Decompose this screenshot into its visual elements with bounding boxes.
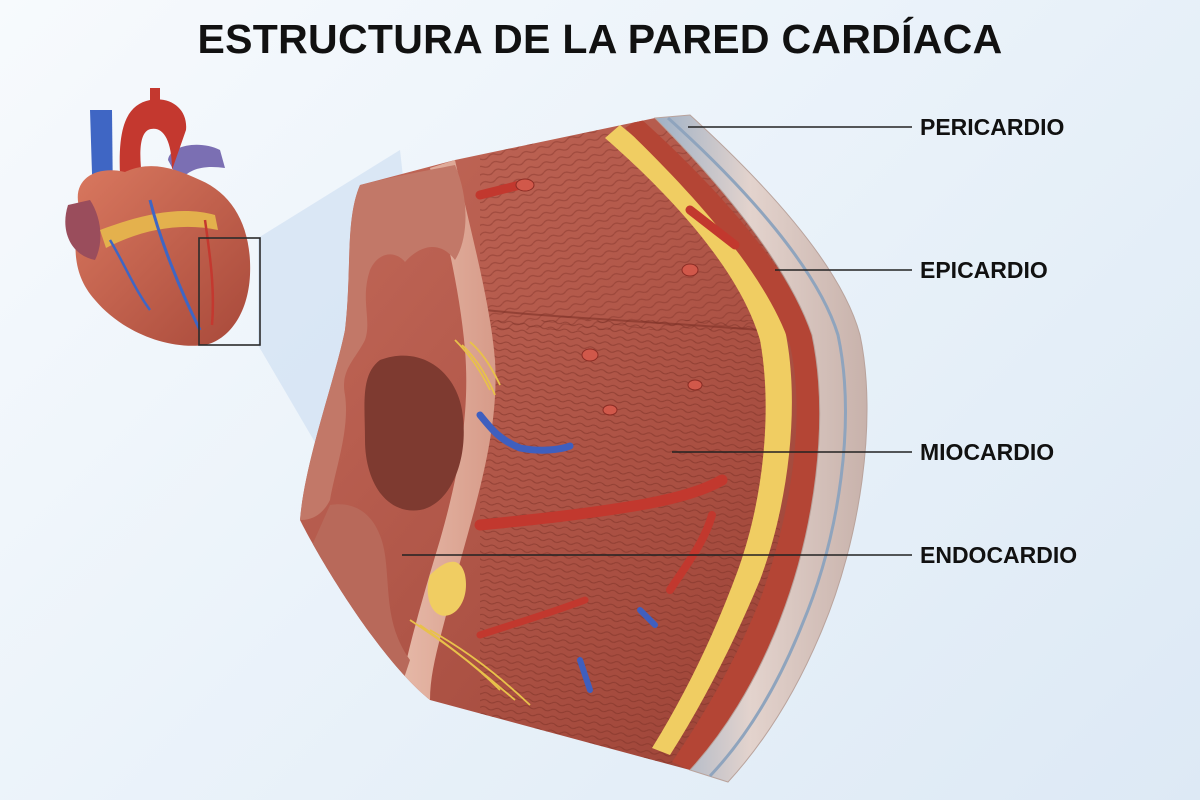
heart-wall-block: [300, 114, 868, 783]
vein-segment: [476, 411, 574, 454]
artery-segment: [666, 511, 716, 594]
vein-segment: [577, 657, 593, 693]
blood-vessels: [474, 178, 740, 693]
vessel-cross-section: [515, 178, 535, 192]
aorta: [119, 99, 187, 178]
vein-segment: [637, 607, 658, 628]
fat-band: [605, 125, 792, 755]
artery-segment: [475, 180, 525, 200]
aortic-branch: [150, 88, 160, 104]
endocardial-fat: [427, 561, 466, 616]
label-pericardio: PERICARDIO: [920, 114, 1065, 140]
artery-segment: [685, 205, 740, 250]
epicardium-layer: [625, 118, 820, 770]
label-endocardio: ENDOCARDIO: [920, 542, 1078, 568]
lower-cavity: [310, 504, 410, 690]
coronary-branch: [108, 239, 152, 311]
label-miocardio: MIOCARDIO: [920, 439, 1055, 465]
trabeculae: [300, 165, 466, 520]
serous-line: [666, 116, 847, 778]
heart-inset: [65, 88, 261, 346]
artery-segment: [474, 474, 728, 531]
page-title: ESTRUCTURA DE LA PARED CARDÍACA: [197, 16, 1003, 62]
vessel-cross-section: [681, 263, 699, 277]
artery-segment: [476, 596, 589, 639]
vessel-cross-section: [602, 404, 618, 416]
nerve-fibers: [409, 339, 531, 706]
label-epicardio: EPICARDIO: [920, 257, 1048, 283]
heart-body: [75, 166, 251, 346]
coronary-artery: [148, 199, 202, 331]
inset-selection-box: [198, 237, 261, 346]
leader-lines: [402, 126, 912, 556]
cavity-opening: [364, 355, 464, 511]
right-atrium: [65, 200, 101, 260]
endocardium-layer: [400, 160, 496, 700]
coronary-artery-red: [203, 219, 215, 326]
vessel-cross-section: [581, 348, 599, 362]
vessel-cross-section: [687, 379, 703, 391]
